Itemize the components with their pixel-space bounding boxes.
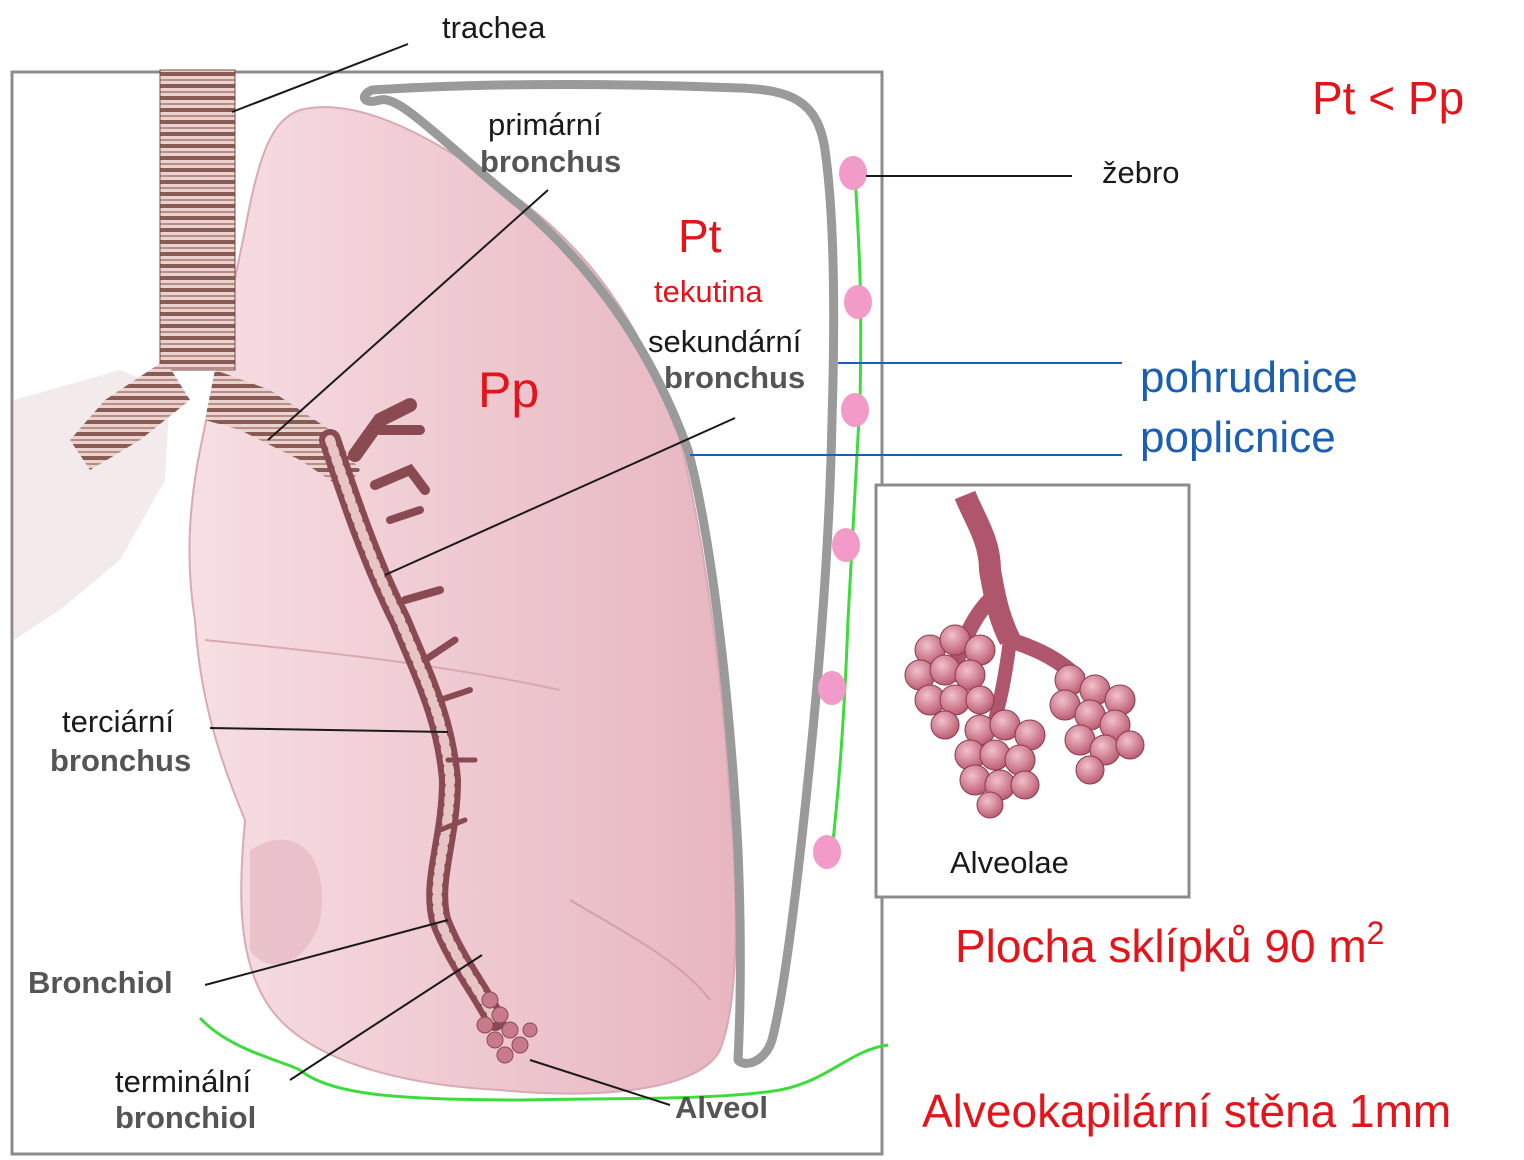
sekundarni-label-1: sekundární bbox=[648, 324, 802, 359]
pp-region-label: Pp bbox=[478, 362, 539, 418]
rib-dot bbox=[832, 528, 860, 562]
trachea-label: trachea bbox=[442, 10, 546, 45]
trachea-tube bbox=[160, 70, 235, 370]
tekutina-label: tekutina bbox=[654, 274, 763, 309]
poplicnice-label: poplicnice bbox=[1140, 413, 1336, 462]
terminalni-label-1: terminální bbox=[115, 1064, 251, 1099]
rib-dot bbox=[839, 156, 867, 190]
pressure-relation-label: Pt < Pp bbox=[1312, 72, 1464, 124]
terciarni-label-2: bronchus bbox=[50, 743, 191, 778]
terciarni-label-1: terciární bbox=[62, 704, 174, 739]
primarni-label-1: primární bbox=[488, 107, 602, 142]
rib-dot bbox=[844, 285, 872, 319]
zebro-label: žebro bbox=[1102, 155, 1180, 190]
bronchiol-label: Bronchiol bbox=[28, 965, 173, 1000]
pt-region-label: Pt bbox=[678, 210, 722, 262]
rib-dot bbox=[813, 835, 841, 869]
alveokapilarni-stena-label: Alveokapilární stěna 1mm bbox=[922, 1085, 1451, 1137]
alveol-label: Alveol bbox=[675, 1090, 768, 1125]
primarni-label-2: bronchus bbox=[480, 144, 621, 179]
pohrudnice-label: pohrudnice bbox=[1140, 353, 1358, 402]
rib-dot bbox=[841, 393, 869, 427]
plocha-sklipku-label: Plocha sklípků 90 m2 bbox=[955, 915, 1384, 972]
plocha-sklipku-exponent: 2 bbox=[1367, 915, 1385, 951]
plocha-sklipku-text: Plocha sklípků 90 m bbox=[955, 920, 1367, 972]
alveolae-label: Alveolae bbox=[950, 845, 1069, 880]
terminalni-label-2: bronchiol bbox=[115, 1100, 256, 1135]
sekundarni-label-2: bronchus bbox=[664, 360, 805, 395]
rib-dot bbox=[818, 671, 846, 705]
